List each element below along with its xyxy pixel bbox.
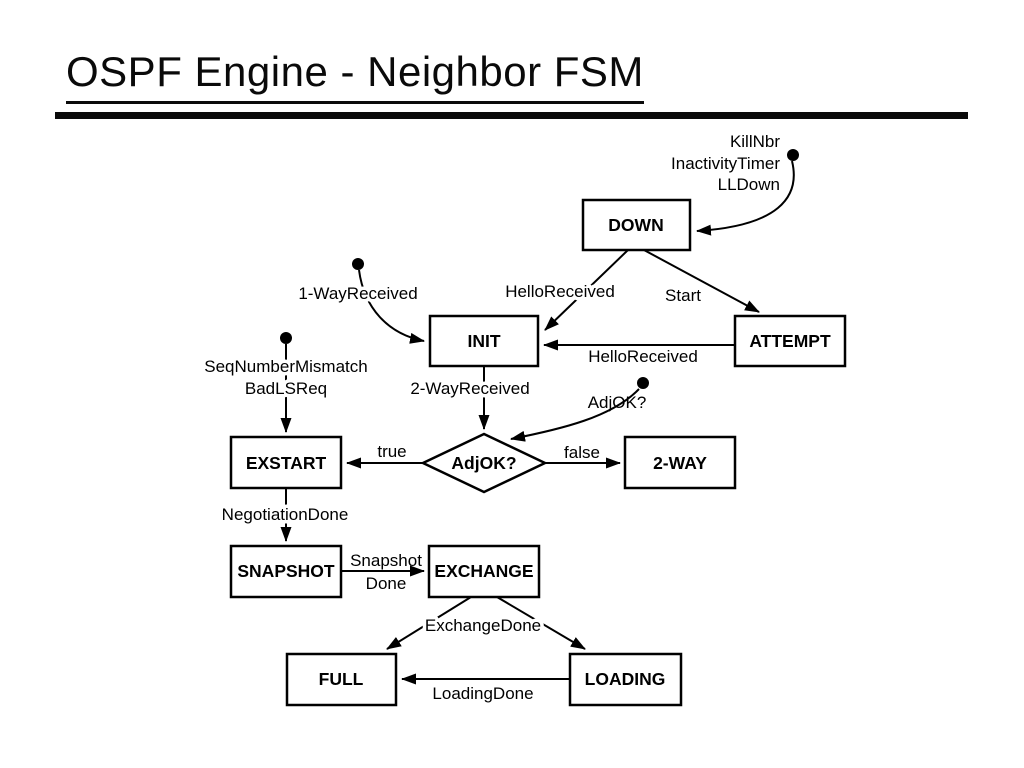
state-full-label: FULL <box>319 669 364 689</box>
label-killnbr: KillNbr <box>730 132 780 151</box>
state-exstart-label: EXSTART <box>246 453 327 473</box>
event-dot-down-self <box>787 149 799 161</box>
state-2way: 2-WAY <box>623 435 737 490</box>
decision-adjok: AdjOK? <box>420 432 548 494</box>
state-exchange: EXCHANGE <box>427 544 541 599</box>
state-2way-box <box>623 435 737 490</box>
event-dot-init-self <box>352 258 364 270</box>
transition-exchange-loading-line <box>496 596 586 650</box>
label-snapshot-done-line1: Snapshot <box>350 551 422 570</box>
state-full: FULL <box>285 652 398 707</box>
state-exstart-box <box>229 435 343 490</box>
event-dot-adjok <box>637 377 649 389</box>
state-init: INIT <box>428 314 540 368</box>
transition-down-attempt-line <box>643 249 760 313</box>
label-bad-ls-req: BadLSReq <box>245 379 327 398</box>
label-hello-received-attempt-init: HelloReceived <box>588 347 698 366</box>
label-adjok-event: AdjOK? <box>588 393 647 412</box>
decision-adjok-shape <box>420 432 548 494</box>
title-rule <box>55 112 968 119</box>
state-down-box <box>581 198 692 252</box>
label-negotiation-done: NegotiationDone <box>222 505 349 524</box>
label-true: true <box>377 442 406 461</box>
label-exchange-done: ExchangeDone <box>425 616 541 635</box>
state-2way-label: 2-WAY <box>653 453 707 473</box>
state-attempt: ATTEMPT <box>733 314 847 368</box>
transition-exchange-full-line <box>386 596 472 650</box>
state-init-box <box>428 314 540 368</box>
label-seq-number-mismatch: SeqNumberMismatch <box>204 357 367 376</box>
state-attempt-label: ATTEMPT <box>749 331 831 351</box>
transition-init-self-line <box>358 269 425 344</box>
label-inactivity-timer: InactivityTimer <box>671 154 780 173</box>
state-loading: LOADING <box>568 652 683 707</box>
state-snapshot: SNAPSHOT <box>229 544 343 599</box>
state-down-label: DOWN <box>608 215 663 235</box>
state-exchange-box <box>427 544 541 599</box>
page-title: OSPF Engine - Neighbor FSM <box>66 48 644 104</box>
state-attempt-box <box>733 314 847 368</box>
transition-adjok-event-line <box>510 388 640 442</box>
event-dot-exstart-self <box>280 332 292 344</box>
state-snapshot-label: SNAPSHOT <box>237 561 335 581</box>
state-loading-box <box>568 652 683 707</box>
label-false: false <box>564 443 600 462</box>
state-down: DOWN <box>581 198 692 252</box>
state-snapshot-box <box>229 544 343 599</box>
state-full-box <box>285 652 398 707</box>
state-exchange-label: EXCHANGE <box>434 561 533 581</box>
label-loading-done: LoadingDone <box>432 684 533 703</box>
label-one-way-received: 1-WayReceived <box>298 284 417 303</box>
decision-adjok-label: AdjOK? <box>451 453 516 473</box>
state-exstart: EXSTART <box>229 435 343 490</box>
transition-down-init-line <box>544 249 629 331</box>
transition-down-self-line <box>696 160 795 236</box>
label-snapshot-done-line2: Done <box>366 574 407 593</box>
label-lldown: LLDown <box>718 175 780 194</box>
state-loading-label: LOADING <box>585 669 666 689</box>
state-init-label: INIT <box>467 331 500 351</box>
label-start: Start <box>665 286 701 305</box>
label-hello-received-down-init: HelloReceived <box>505 282 615 301</box>
label-two-way-received: 2-WayReceived <box>410 379 529 398</box>
